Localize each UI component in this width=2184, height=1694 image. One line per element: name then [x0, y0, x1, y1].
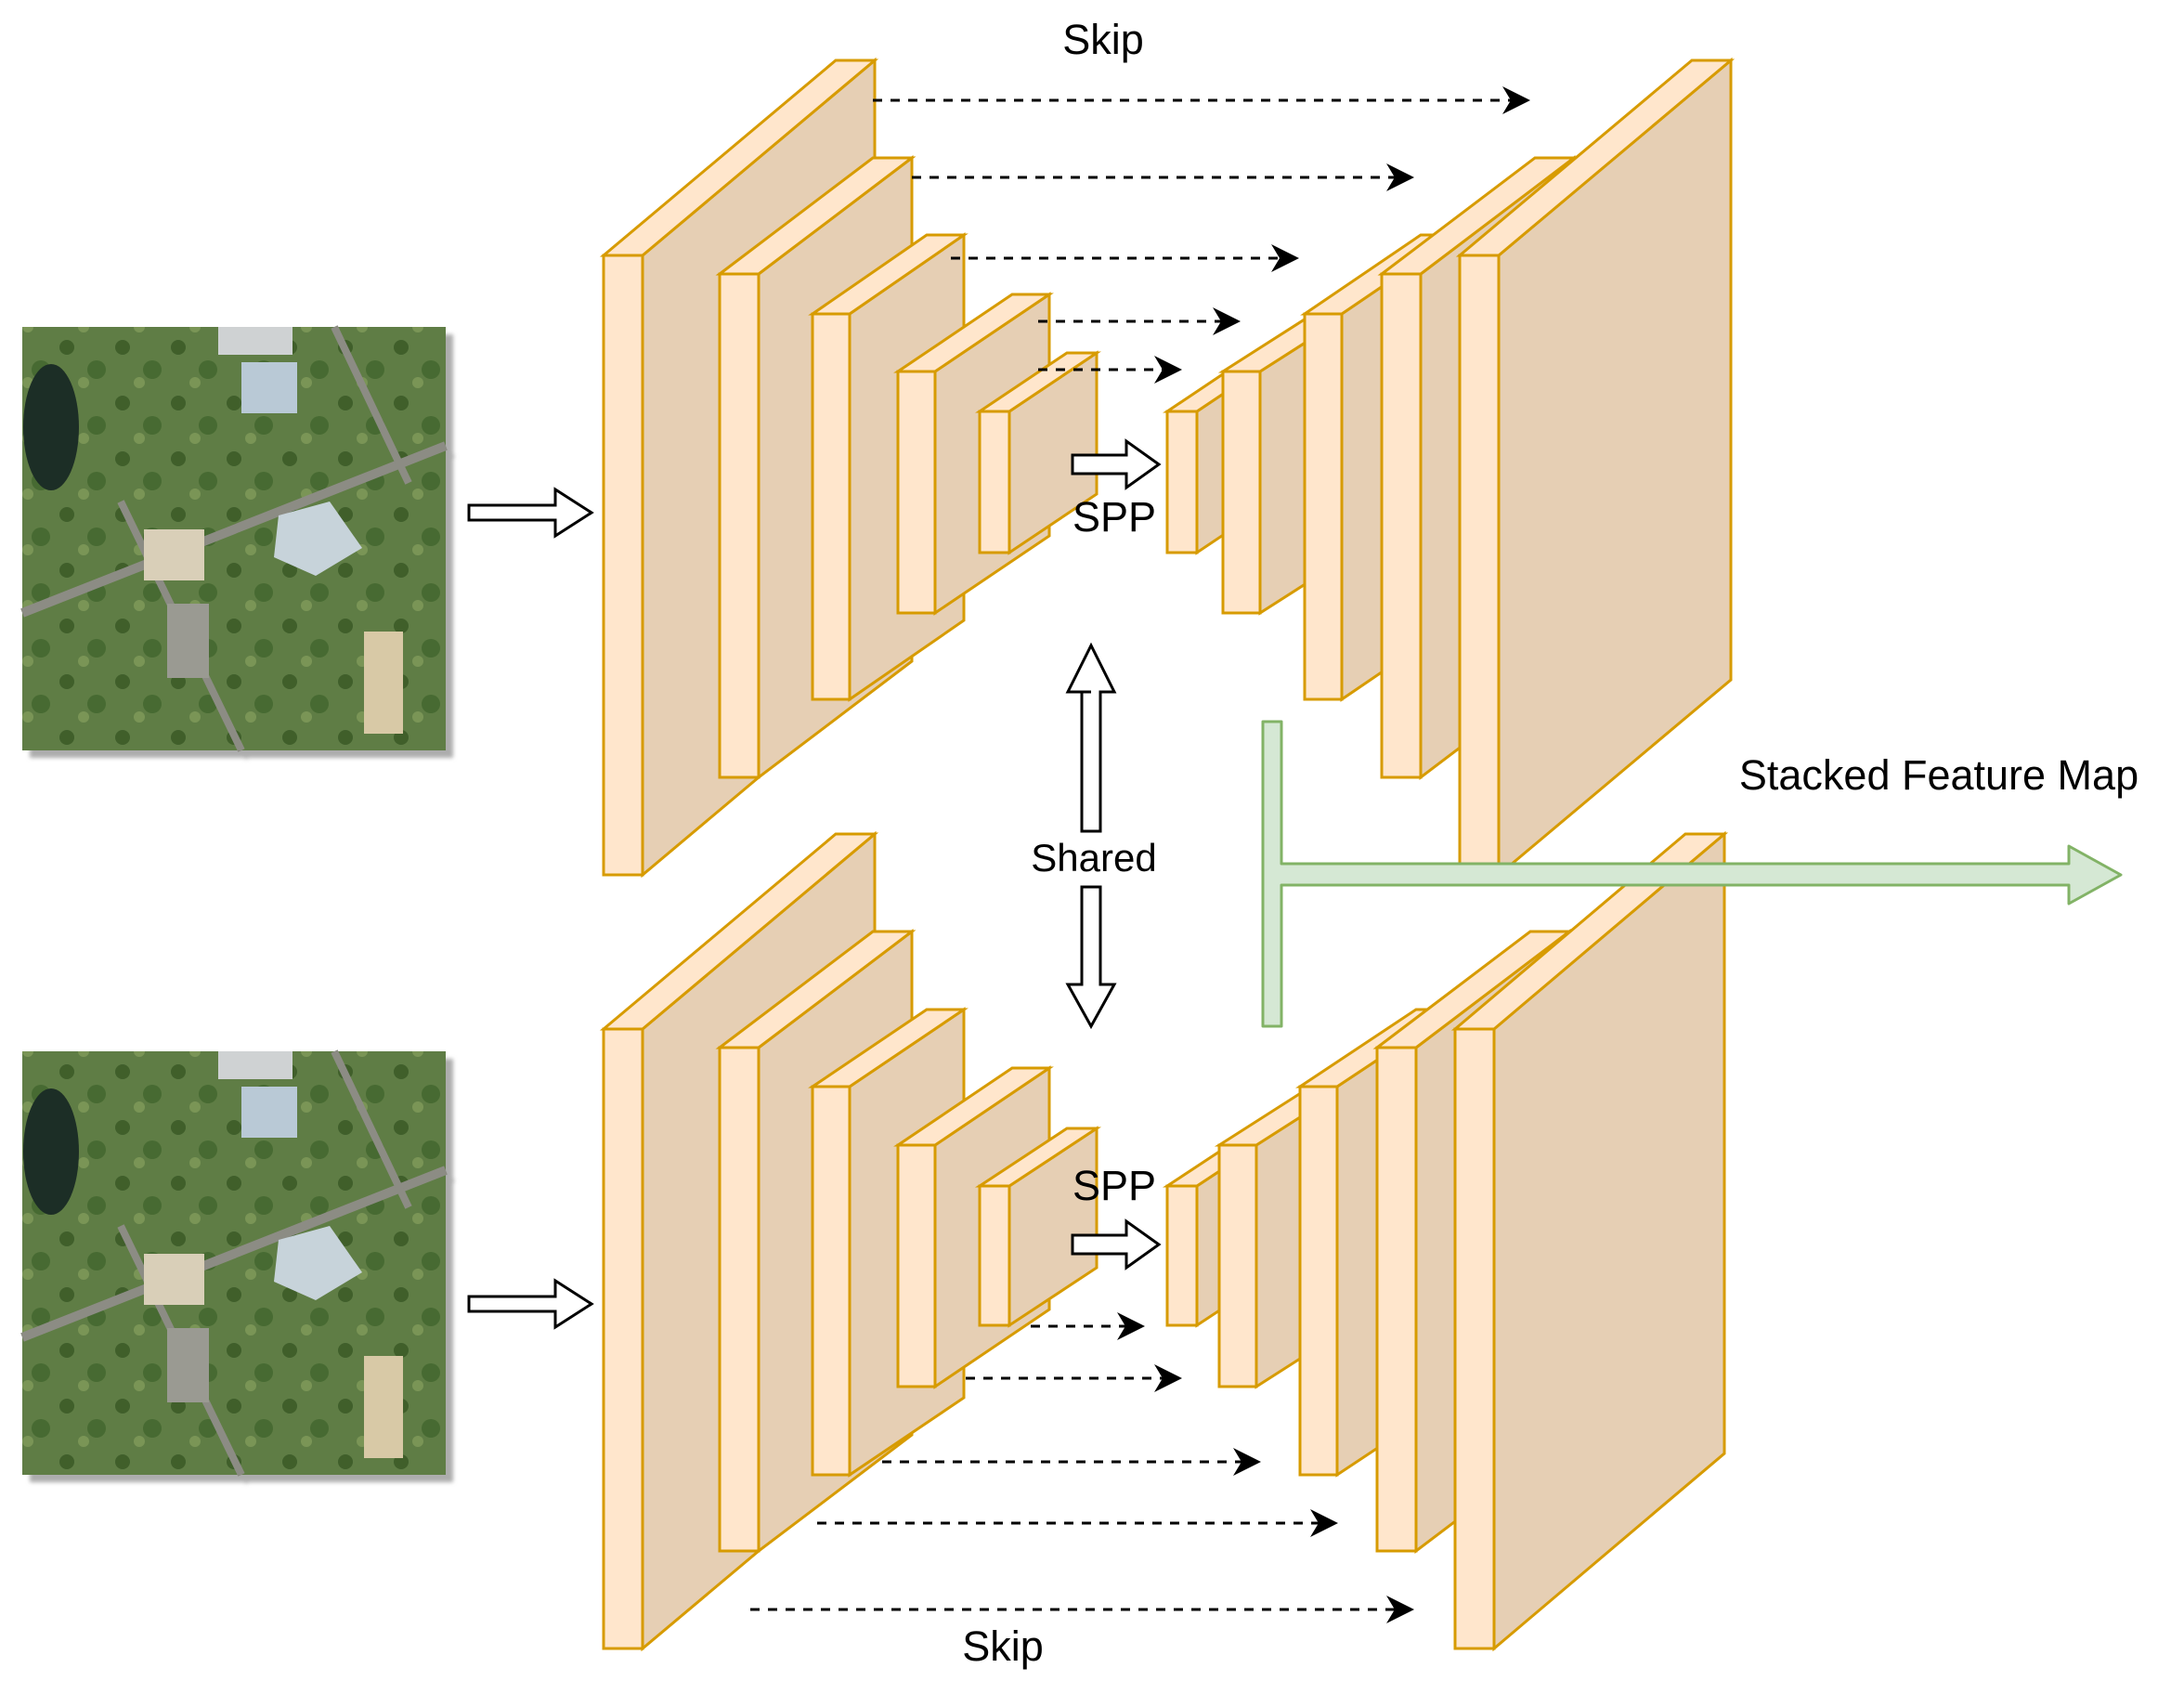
shared-arrow-down: [1065, 885, 1117, 1030]
skip-label-top: Skip: [1062, 16, 1144, 63]
stacked-feature-map-arrow: [1261, 720, 2123, 1028]
shared-arrow-up: [1065, 642, 1117, 833]
spp-label-top: SPP: [1072, 493, 1156, 541]
skip-label-bottom: Skip: [962, 1622, 1044, 1670]
spp-arrow-top: [1071, 438, 1162, 490]
feature-map-block: [975, 350, 1101, 555]
shared-label: Shared: [1031, 836, 1156, 880]
spp-label-bottom: SPP: [1072, 1162, 1156, 1209]
satellite-image-bottom: [20, 1049, 448, 1477]
feature-map-block: [975, 1126, 1101, 1328]
input-arrow-top: [467, 487, 594, 539]
feature-map-block: [1455, 57, 1736, 879]
spp-arrow-bottom: [1071, 1218, 1162, 1270]
satellite-image-top: [20, 325, 448, 752]
input-arrow-bottom: [467, 1278, 594, 1330]
stacked-feature-map-label: Stacked Feature Map: [1739, 751, 2138, 799]
